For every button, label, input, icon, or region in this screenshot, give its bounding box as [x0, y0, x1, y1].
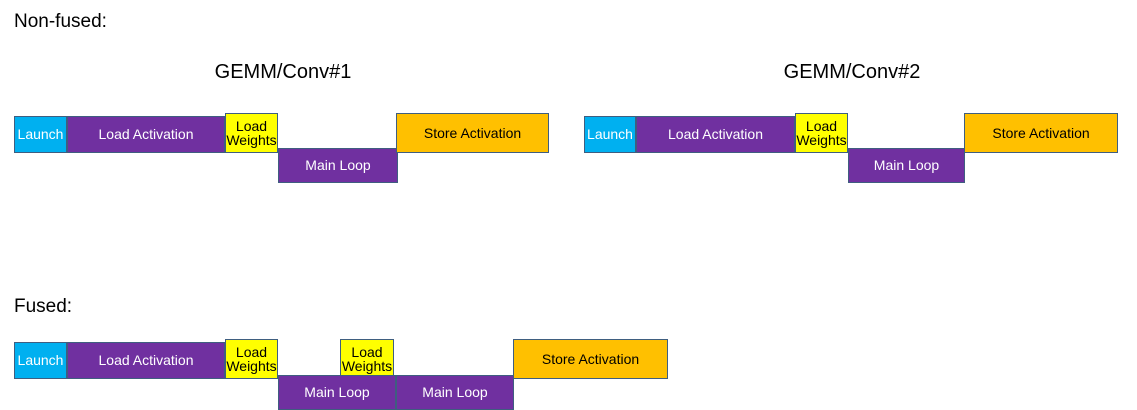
timeline-block-label: Launch [17, 126, 64, 143]
timeline-block-f-storeact: Store Activation [513, 339, 668, 379]
timeline-block-label: Main Loop [422, 384, 488, 401]
timeline-block-nf-g2-loadact: Load Activation [636, 116, 795, 153]
timeline-block-label: Load Activation [98, 352, 194, 369]
timeline-block-nf-g1-loadact: Load Activation [67, 116, 225, 153]
timeline-block-nf-g2-storeact: Store Activation [964, 113, 1118, 153]
timeline-block-label: Main Loop [305, 157, 371, 174]
timeline-block-label: Launch [17, 352, 64, 369]
group-title-gemm-conv-1: GEMM/Conv#1 [214, 61, 352, 83]
timeline-block-nf-g1-storeact: Store Activation [396, 113, 549, 153]
timeline-block-f-mainloop-2: Main Loop [396, 375, 514, 410]
timeline-block-label: Load Weights [226, 343, 277, 374]
timeline-block-label: Launch [587, 126, 633, 143]
timeline-block-nf-g1-mainloop: Main Loop [278, 148, 398, 183]
timeline-block-label: Load Weights [226, 117, 277, 148]
group-title-gemm-conv-2: GEMM/Conv#2 [783, 61, 921, 83]
timeline-block-f-loadwt-2: Load Weights [340, 339, 394, 379]
timeline-block-label: Store Activation [423, 124, 522, 141]
section-label-non-fused: Non-fused: [14, 11, 107, 32]
timeline-block-nf-g2-loadwt: Load Weights [795, 113, 848, 153]
timeline-block-label: Load Weights [341, 343, 393, 374]
timeline-block-label: Main Loop [873, 157, 940, 174]
timeline-block-nf-g1-launch: Launch [14, 116, 67, 153]
timeline-block-label: Store Activation [992, 124, 1090, 141]
timeline-block-label: Main Loop [304, 384, 370, 401]
timeline-block-f-mainloop-1: Main Loop [278, 375, 396, 410]
timeline-block-f-loadwt-1: Load Weights [225, 339, 278, 379]
timeline-block-label: Store Activation [541, 350, 640, 367]
section-label-fused: Fused: [14, 296, 73, 317]
timeline-block-f-launch: Launch [14, 342, 67, 379]
timeline-block-label: Load Activation [98, 126, 194, 143]
timeline-block-label: Load Activation [668, 126, 763, 143]
timeline-block-nf-g2-mainloop: Main Loop [848, 148, 965, 183]
timeline-block-nf-g1-loadwt: Load Weights [225, 113, 278, 153]
timeline-block-nf-g2-launch: Launch [584, 116, 636, 153]
timeline-block-f-loadact: Load Activation [67, 342, 225, 379]
timeline-block-label: Load Weights [796, 117, 847, 148]
